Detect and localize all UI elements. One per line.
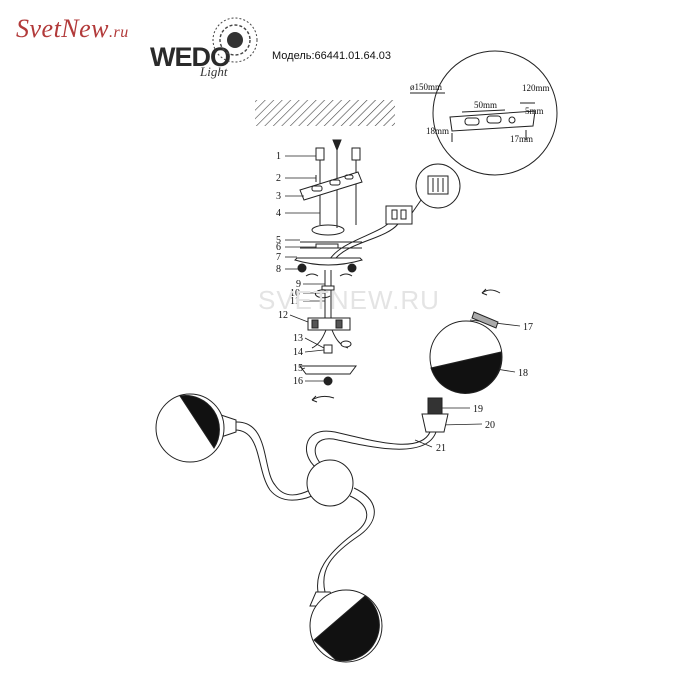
part-3: 3 — [276, 191, 281, 202]
part-12: 12 — [278, 310, 288, 321]
dim-left-height: 18mm — [426, 126, 449, 136]
shade-right — [429, 288, 503, 394]
part-17: 17 — [523, 322, 533, 333]
overlay-watermark: SVETNEW.RU — [258, 285, 440, 315]
part-5: 5 — [276, 235, 281, 246]
logo-wedo: WEDO — [150, 42, 231, 72]
model-label: Модель:66441.01.64.03 — [272, 50, 392, 62]
brand-site: SvetNew — [16, 14, 110, 43]
socket-right — [421, 397, 449, 433]
dim-thickness: 5mm — [525, 106, 544, 116]
part-labels: 1 2 3 4 5 6 7 8 9 10 11 12 13 14 15 16 1… — [276, 151, 533, 454]
part-7: 7 — [276, 252, 281, 263]
dim-slot: 50mm — [474, 100, 497, 110]
part-14: 14 — [293, 347, 303, 358]
shade-bottom — [309, 589, 383, 663]
part-2: 2 — [276, 173, 281, 184]
canopy-stack — [294, 224, 363, 403]
part-18: 18 — [518, 368, 528, 379]
logo-sub: Light — [200, 64, 228, 79]
brand-tld: .ru — [109, 24, 129, 41]
part-20: 20 — [485, 420, 495, 431]
lamp-arms — [234, 421, 437, 593]
center-sphere — [306, 459, 354, 507]
part-9: 9 — [296, 279, 301, 290]
part-8: 8 — [276, 264, 281, 275]
part-19: 19 — [473, 404, 483, 415]
part-21: 21 — [436, 443, 446, 454]
mounting-hardware — [299, 139, 363, 228]
part-13: 13 — [293, 333, 303, 344]
shade-left — [155, 393, 237, 463]
part-6: 6 — [276, 242, 281, 253]
part-1: 1 — [276, 151, 281, 162]
brand-watermark: SvetNew.ru — [16, 14, 129, 44]
dim-right-height: 17mm — [510, 134, 533, 144]
dim-width: 120mm — [522, 83, 550, 93]
bracket-detail — [410, 50, 558, 176]
part-4: 4 — [276, 208, 281, 219]
ceiling-hatch — [255, 100, 395, 126]
wiring — [327, 163, 461, 263]
logo-swirl-icon — [212, 17, 258, 63]
part-15: 15 — [293, 363, 303, 374]
part-16: 16 — [293, 376, 303, 387]
dim-diameter: ø150mm — [410, 82, 442, 92]
part-11: 11 — [290, 296, 300, 307]
part-10: 10 — [290, 288, 300, 299]
